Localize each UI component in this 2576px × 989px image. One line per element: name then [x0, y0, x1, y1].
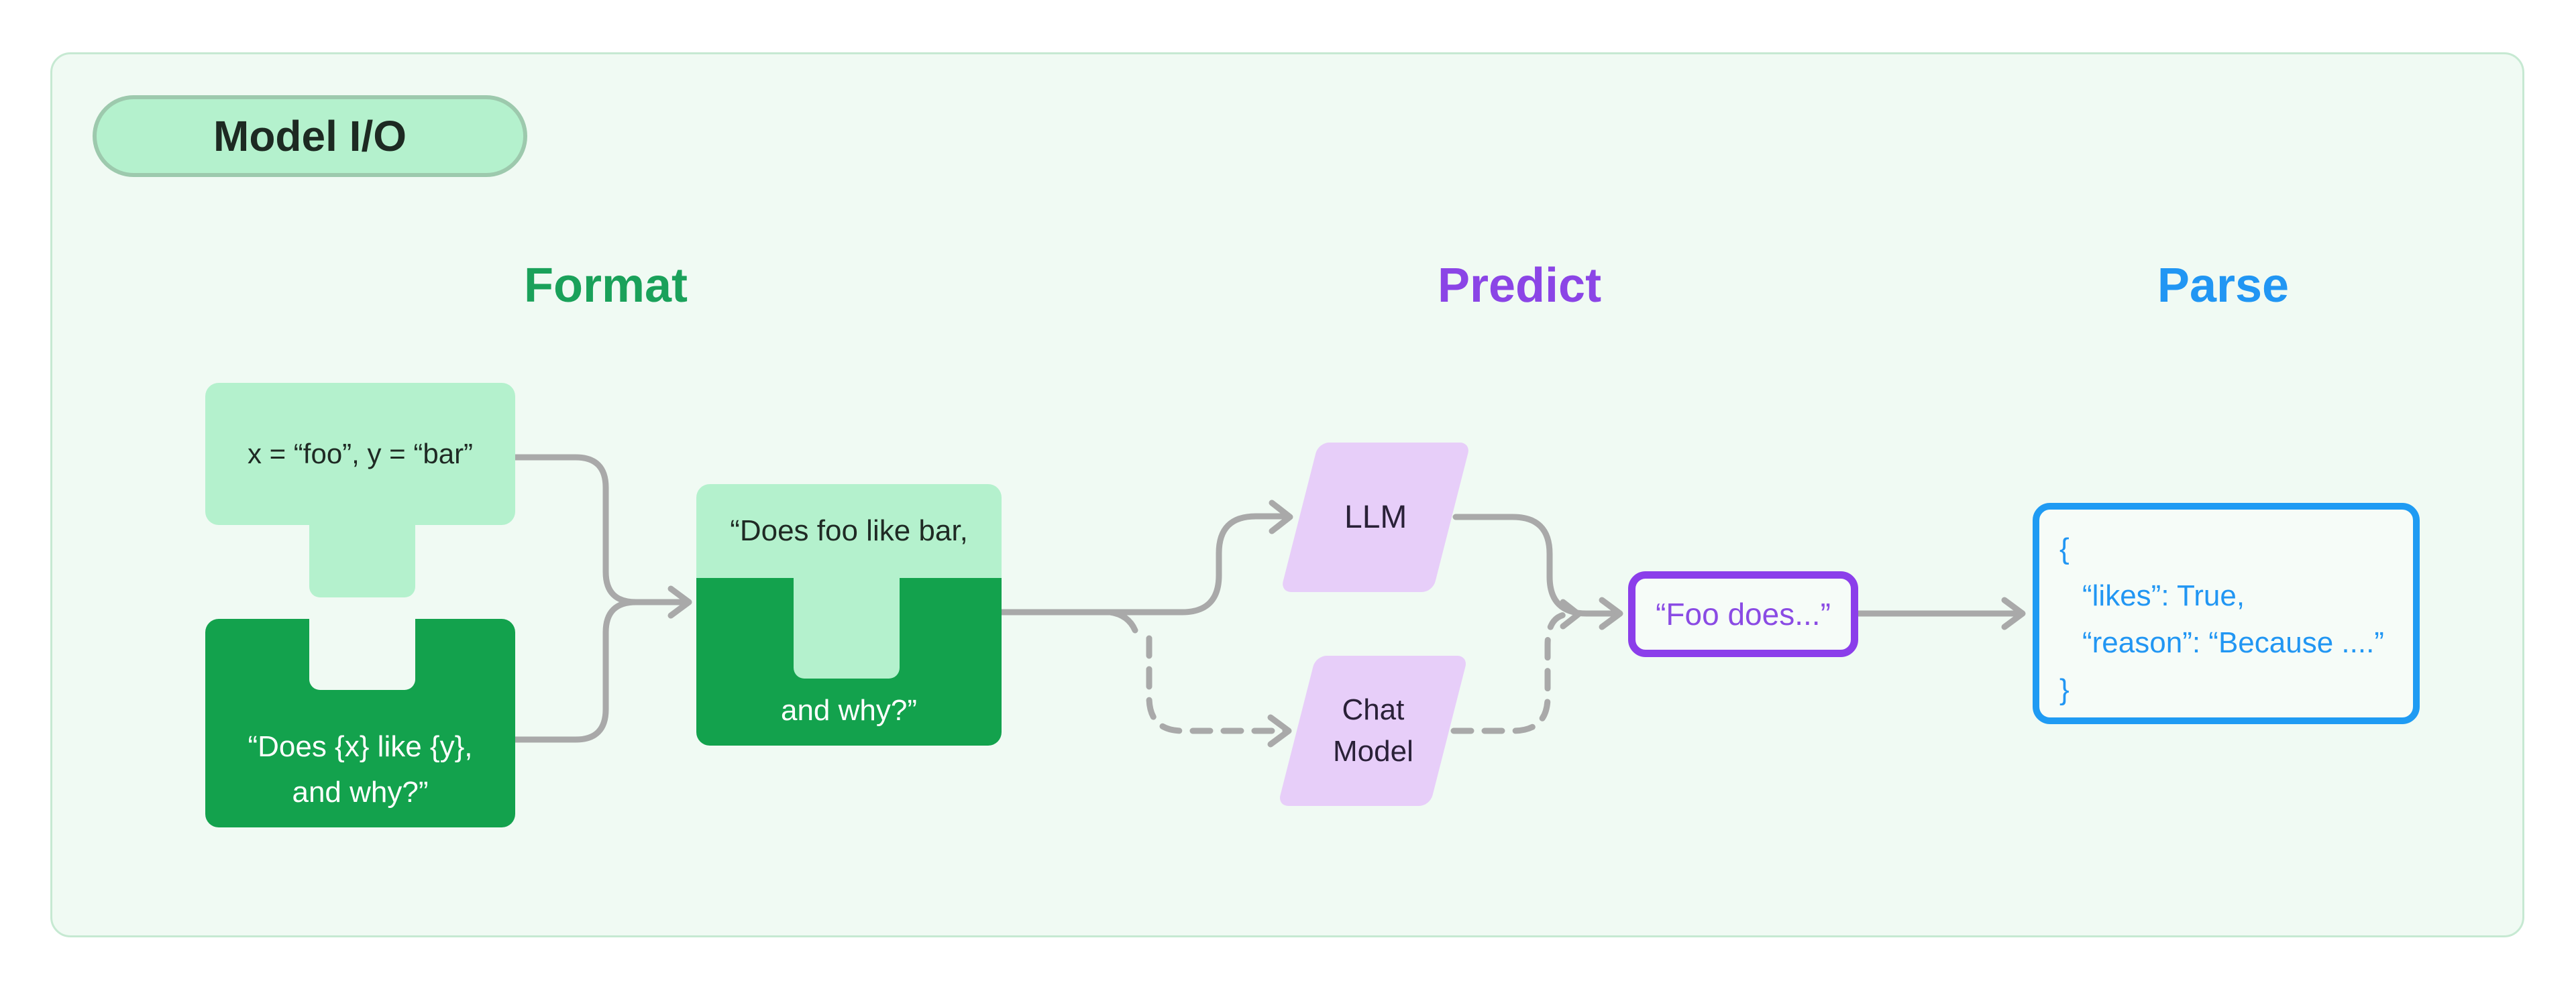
format-heading: Format: [523, 259, 688, 312]
prompt-piece-variables-part: “Does foo like bar,: [696, 484, 1002, 578]
template-piece-notch: [309, 619, 415, 690]
prompt-piece-line2: and why?”: [780, 694, 917, 727]
variables-piece-text: x = “foo”, y = “bar”: [247, 438, 474, 469]
model-io-badge-label: Model I/O: [213, 112, 407, 160]
prompt-piece-line1: “Does foo like bar,: [730, 514, 968, 547]
predict-heading: Predict: [1437, 259, 1602, 312]
model-output-box: “Foo does...”: [1628, 571, 1858, 657]
parsed-json-box: { “likes”: True, “reason”: “Because ....…: [2033, 503, 2420, 724]
json-line-reason: “reason”: “Because ....”: [2082, 626, 2384, 659]
json-line-close-brace: }: [2059, 673, 2070, 706]
template-piece: “Does {x} like {y}, and why?”: [205, 619, 515, 827]
llm-label: LLM: [1344, 500, 1407, 535]
variables-piece: x = “foo”, y = “bar”: [205, 383, 515, 525]
model-output-text: “Foo does...”: [1656, 597, 1831, 632]
json-line-open-brace: {: [2059, 532, 2070, 565]
chat-model-label: Chat Model: [1333, 689, 1413, 772]
parse-heading: Parse: [2157, 259, 2290, 312]
prompt-piece-tab: [794, 578, 900, 679]
chat-model-line1: Chat: [1342, 693, 1404, 726]
chat-model-line2: Model: [1332, 735, 1413, 768]
template-piece-text: “Does {x} like {y}, and why?”: [205, 724, 515, 815]
model-io-badge: Model I/O: [93, 95, 527, 177]
variables-piece-tab: [309, 525, 415, 597]
template-piece-line2: and why?”: [292, 776, 429, 809]
json-line-likes: “likes”: True,: [2082, 579, 2245, 612]
prompt-piece: “Does foo like bar, and why?”: [696, 484, 1002, 746]
template-piece-line1: “Does {x} like {y},: [248, 730, 473, 763]
